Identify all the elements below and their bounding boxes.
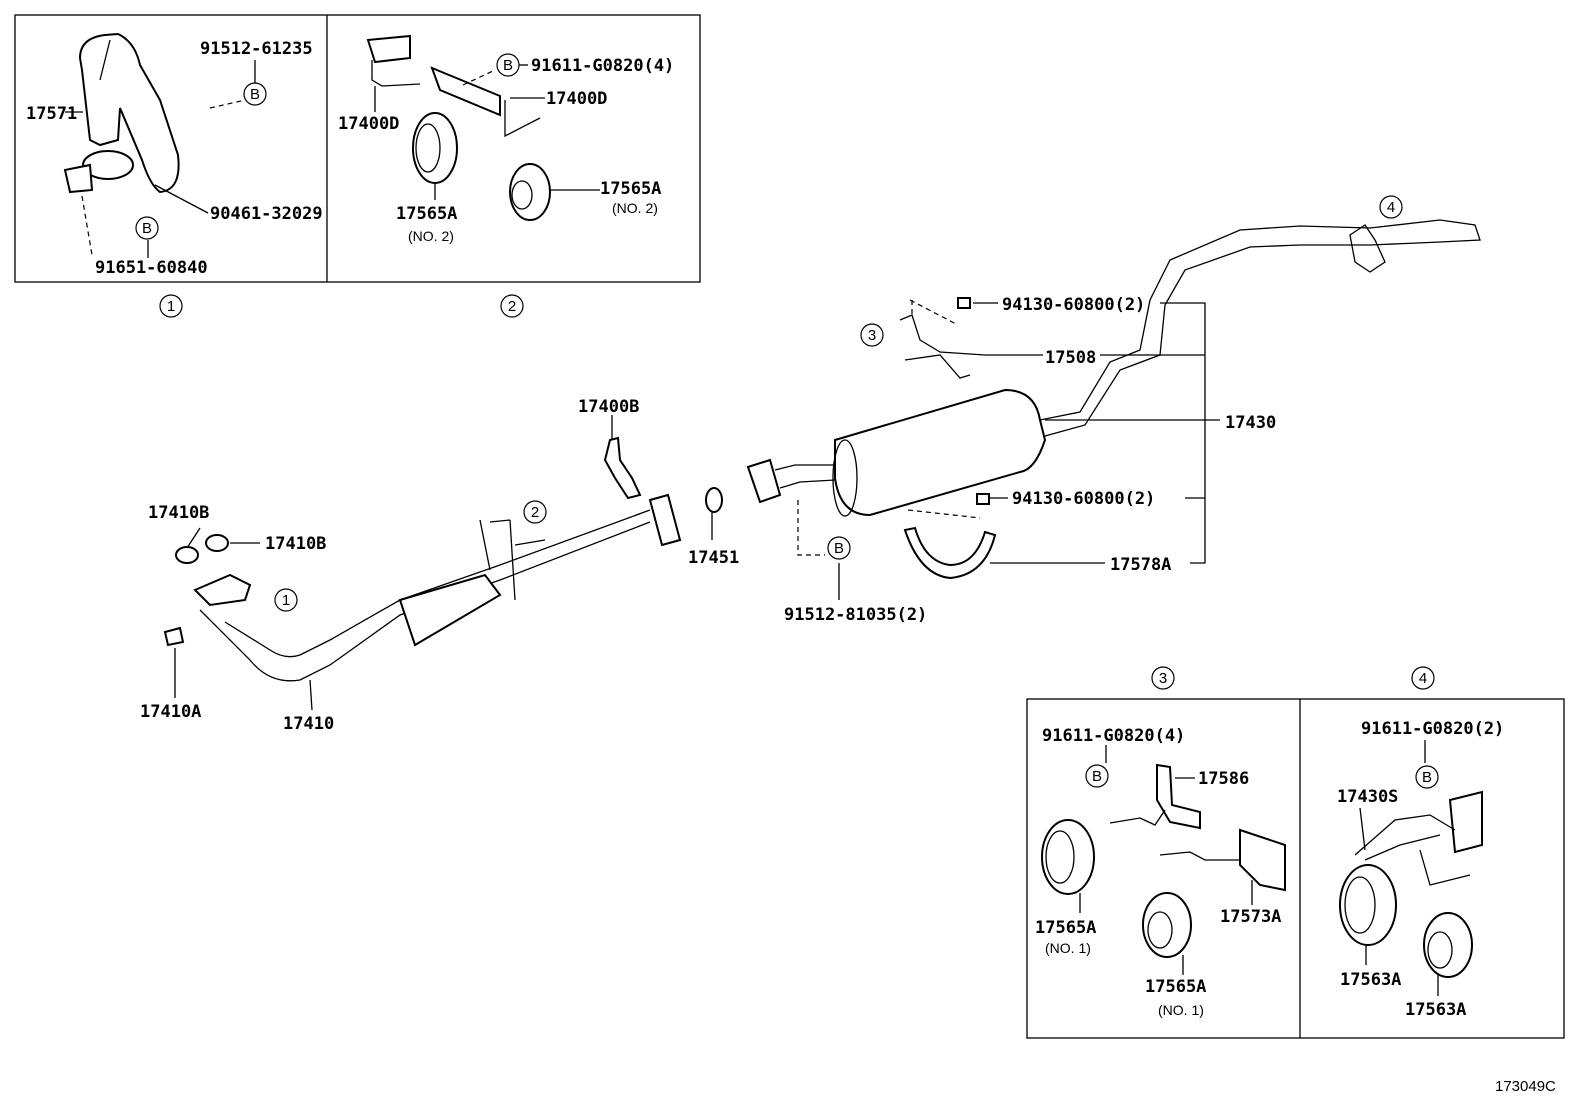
label-94130-60800: 94130-60800(2) <box>1012 489 1155 509</box>
plug-17410a-part <box>163 626 185 647</box>
svg-text:2: 2 <box>531 504 539 521</box>
label-17565a: 17565A <box>600 179 661 199</box>
label-91611-g0820: 91611-G0820(2) <box>1361 719 1504 739</box>
label-note: (NO. 2) <box>612 200 658 216</box>
svg-text:B: B <box>1092 768 1102 785</box>
mount-17565a-no1-left-part <box>1041 819 1095 895</box>
label-17563a: 17563A <box>1405 1000 1466 1020</box>
part-labels: 91512-61235 17571 90461-32029 91651-6084… <box>26 39 1556 1095</box>
svg-text:2: 2 <box>508 298 516 315</box>
label-91512-61235: 91512-61235 <box>200 39 313 59</box>
muffler-tailpipe-17430-part <box>746 219 1481 517</box>
mount-17565a-no1-bottom-part <box>1142 892 1192 958</box>
bracket-17573a-part <box>1159 828 1286 892</box>
detail-ref-markers: 1 2 1 2 3 4 3 4 <box>159 195 1435 690</box>
label-17400d: 17400D <box>338 114 399 134</box>
bracket-17400d-left-part <box>366 34 421 87</box>
label-17410: 17410 <box>283 714 334 734</box>
mount-17565a-right-part <box>509 163 551 221</box>
label-17430: 17430 <box>1225 413 1276 433</box>
rear-mount-bracket-part <box>1349 224 1386 273</box>
label-17565a: 17565A <box>1035 918 1096 938</box>
label-91651-60840: 91651-60840 <box>95 258 208 278</box>
svg-text:4: 4 <box>1387 199 1395 216</box>
label-17571: 17571 <box>26 104 77 124</box>
mount-17563a-right-part <box>1423 912 1473 978</box>
label-17410a: 17410A <box>140 702 201 722</box>
label-17400b: 17400B <box>578 397 639 417</box>
label-17565a: 17565A <box>396 204 457 224</box>
clamp-part <box>63 150 134 194</box>
nut-part <box>957 297 990 505</box>
label-91611-g0820: 91611-G0820(4) <box>1042 726 1185 746</box>
svg-text:B: B <box>503 57 513 74</box>
label-17578a: 17578A <box>1110 555 1171 575</box>
label-17508: 17508 <box>1045 348 1096 368</box>
label-17563a: 17563A <box>1340 970 1401 990</box>
svg-text:1: 1 <box>282 592 290 609</box>
mount-17563a-left-part <box>1339 864 1397 946</box>
hanger-17508-part <box>899 314 986 379</box>
label-17565a: 17565A <box>1145 977 1206 997</box>
label-90461-32029: 90461-32029 <box>210 204 323 224</box>
band-17578a-part <box>903 526 997 580</box>
label-17573a: 17573A <box>1220 907 1281 927</box>
detail-box-3-4 <box>1026 698 1565 1039</box>
label-17586: 17586 <box>1198 769 1249 789</box>
svg-text:B: B <box>834 540 844 557</box>
label-17410b: 17410B <box>148 503 209 523</box>
bracket-17586-part <box>1109 763 1201 830</box>
gasket-17451-part <box>705 487 723 513</box>
label-94130-60800: 94130-60800(2) <box>1002 295 1145 315</box>
figure-id: 173049C <box>1495 1078 1556 1095</box>
heat-insulator-part <box>78 32 180 194</box>
svg-text:B: B <box>142 220 152 237</box>
bracket-17400d-right-part <box>430 66 541 138</box>
svg-text:B: B <box>1422 769 1432 786</box>
bracket-17430s-part <box>1354 790 1483 886</box>
svg-text:3: 3 <box>868 327 876 344</box>
svg-text:3: 3 <box>1159 670 1167 687</box>
label-17451: 17451 <box>688 548 739 568</box>
label-note: (NO. 1) <box>1045 940 1091 956</box>
label-91611-g0820: 91611-G0820(4) <box>531 56 674 76</box>
label-17400d: 17400D <box>546 89 607 109</box>
label-17410b: 17410B <box>265 534 326 554</box>
bracket-17400b-part <box>603 436 642 500</box>
detail-box-1-2 <box>14 14 701 283</box>
mount-17565a-left-part <box>412 112 458 184</box>
label-note: (NO. 1) <box>1158 1002 1204 1018</box>
label-17430s: 17430S <box>1337 787 1398 807</box>
svg-text:1: 1 <box>167 298 175 315</box>
front-pipe-17410-part <box>193 493 682 682</box>
label-note: (NO. 2) <box>408 228 454 244</box>
bolt-marker-b: B B B B B B <box>135 53 1439 789</box>
svg-text:B: B <box>250 86 260 103</box>
label-91512-81035: 91512-81035(2) <box>784 605 927 625</box>
gasket-17410b-part <box>175 534 229 564</box>
svg-text:4: 4 <box>1419 670 1427 687</box>
